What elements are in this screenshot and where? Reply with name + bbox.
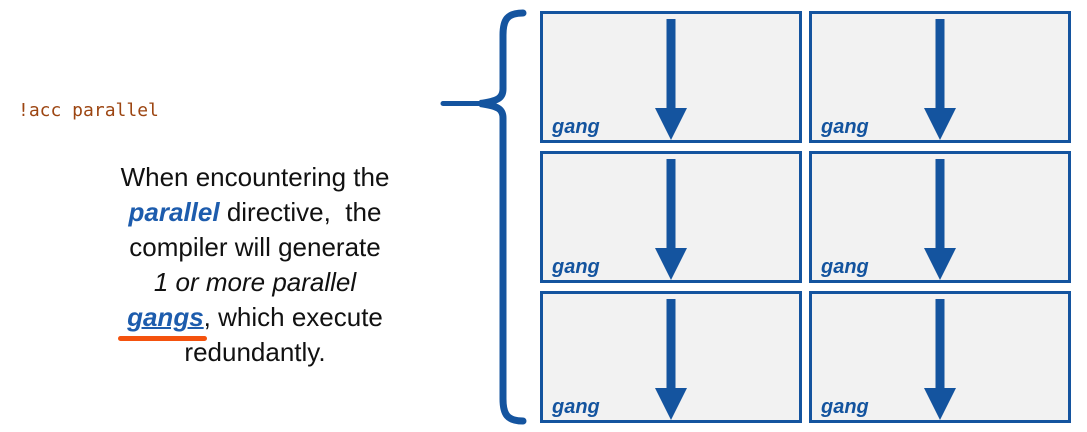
gang-label: gang <box>821 256 869 278</box>
gang-label: gang <box>821 396 869 418</box>
down-arrow-icon <box>924 159 956 280</box>
gang-box: gang <box>540 291 802 423</box>
down-arrow-icon <box>655 19 687 140</box>
keyword-gangs: gangs <box>118 300 207 341</box>
down-arrow-icon <box>655 159 687 280</box>
caption-line-5: gangs, which execute <box>40 300 470 341</box>
caption-text: When encountering the parallel directive… <box>40 160 470 370</box>
curly-brace-icon <box>440 9 527 425</box>
caption-line-6: redundantly. <box>184 337 326 367</box>
gang-box: gang <box>540 11 802 143</box>
gang-grid: gang gang gang gang <box>540 11 1071 423</box>
keyword-parallel: parallel <box>128 197 220 227</box>
gang-label: gang <box>552 116 600 138</box>
gang-box: gang <box>540 151 802 283</box>
down-arrow-icon <box>655 299 687 420</box>
caption-line-3: compiler will generate <box>129 232 381 262</box>
code-directive: !acc parallel <box>18 100 159 121</box>
gang-box: gang <box>809 151 1071 283</box>
down-arrow-icon <box>924 19 956 140</box>
caption-line-1: When encountering the <box>120 162 390 192</box>
gang-box: gang <box>809 11 1071 143</box>
caption-line-2: parallel directive, the <box>128 197 382 227</box>
caption-line-4: 1 or more parallel <box>153 267 357 297</box>
down-arrow-icon <box>924 299 956 420</box>
gang-label: gang <box>821 116 869 138</box>
gang-box: gang <box>809 291 1071 423</box>
gang-label: gang <box>552 396 600 418</box>
gang-label: gang <box>552 256 600 278</box>
